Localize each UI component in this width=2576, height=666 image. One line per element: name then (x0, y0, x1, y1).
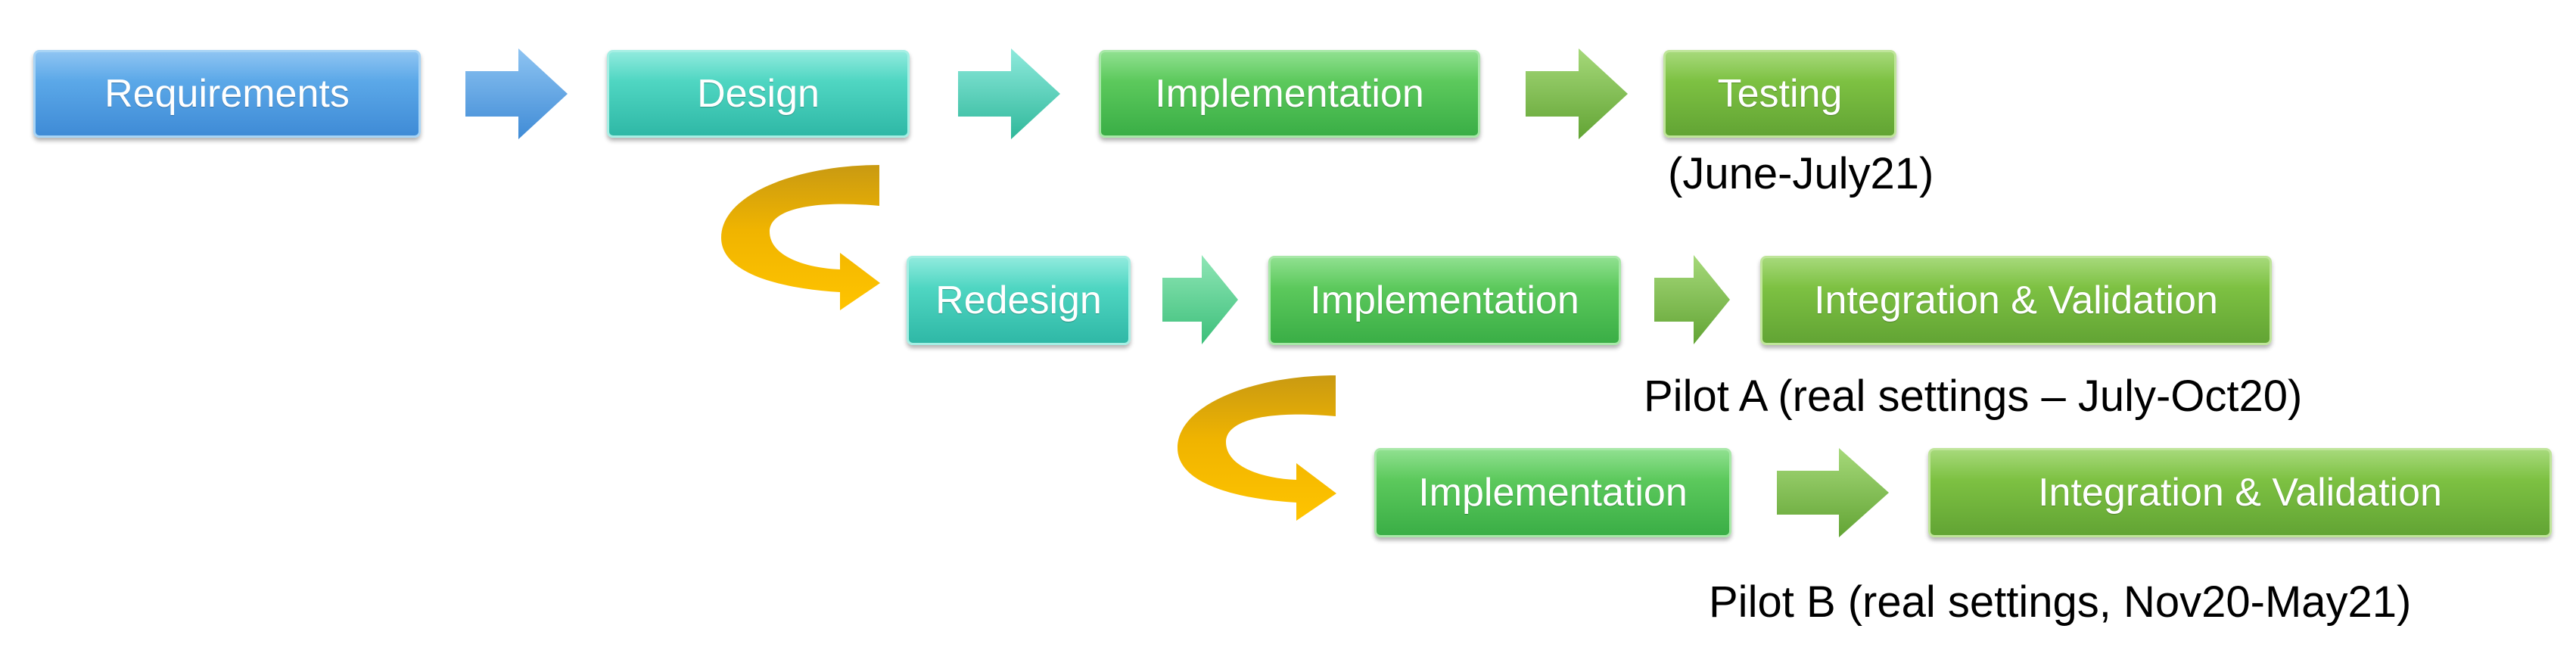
step-requirements: Requirements (33, 50, 421, 138)
testing-date-note: (June-July21) (1668, 149, 1934, 198)
arrow-right-icon (465, 48, 568, 139)
pilot-a-note: Pilot A (real settings – July-Oct20) (1644, 372, 2303, 421)
arrow-right-icon (1526, 48, 1628, 139)
step-testing: Testing (1663, 50, 1896, 138)
step-implementation: Implementation (1099, 50, 1480, 138)
step-implementation: Implementation (1268, 256, 1621, 345)
arrow-right-icon (1654, 255, 1730, 344)
arrow-right-icon (1162, 255, 1238, 344)
arrow-right-icon (1777, 448, 1889, 537)
step-integration-validation: Integration & Validation (1928, 448, 2552, 537)
curved-arrow-icon (1178, 375, 1336, 521)
pilot-b-note: Pilot B (real settings, Nov20-May21) (1709, 577, 2412, 627)
step-redesign: Redesign (907, 256, 1131, 345)
arrow-right-icon (958, 48, 1060, 139)
step-integration-validation: Integration & Validation (1760, 256, 2272, 345)
curved-arrow-icon (721, 165, 880, 310)
step-implementation: Implementation (1374, 448, 1731, 537)
step-design: Design (607, 50, 910, 138)
